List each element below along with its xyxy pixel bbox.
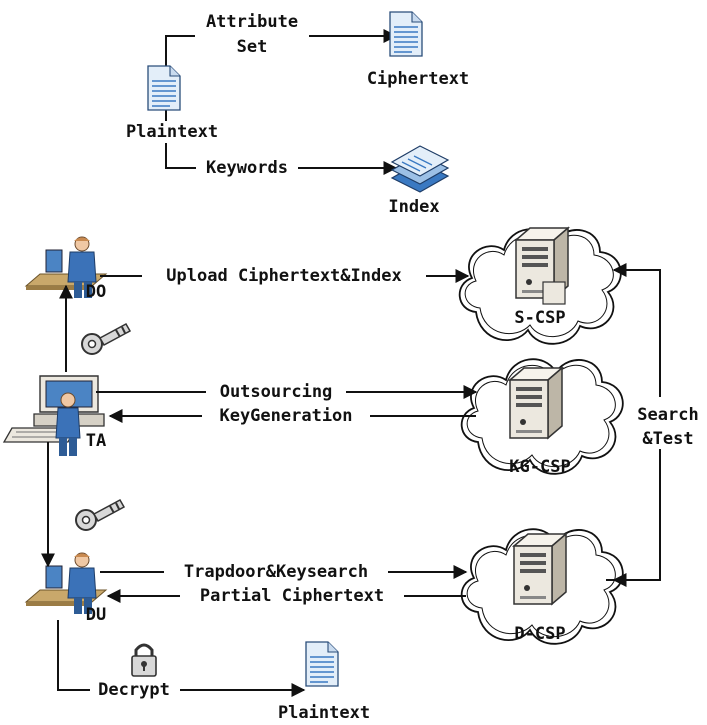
s-csp-cloud: S-CSP <box>458 227 622 345</box>
attribute-set-label-line1: Attribute <box>206 12 298 32</box>
plaintext-document-icon <box>147 65 181 111</box>
upload-label: Upload Ciphertext&Index <box>166 266 401 286</box>
plaintext-to-index-arrow <box>165 143 398 175</box>
ciphertext-document-icon <box>389 11 423 57</box>
du-key-icon <box>75 499 125 531</box>
do-actor: DO <box>25 236 107 302</box>
du-label: DU <box>86 605 106 625</box>
d-csp-server-icon <box>513 533 567 605</box>
s-csp-label: S-CSP <box>514 308 565 328</box>
search-label-line1: Search <box>637 405 698 425</box>
decrypt-arrow <box>57 620 306 697</box>
d-csp-cloud: D-CSP <box>460 528 624 645</box>
kg-csp-cloud: KG-CSP <box>460 358 624 477</box>
ta-label: TA <box>86 431 106 451</box>
trapdoor-label: Trapdoor&Keysearch <box>184 562 368 582</box>
partial-ciphertext-label: Partial Ciphertext <box>200 586 384 606</box>
kg-csp-label: KG-CSP <box>509 457 570 477</box>
do-key-icon <box>81 323 131 355</box>
search-test-connector <box>606 263 661 587</box>
plaintext-bottom-document-icon <box>305 641 339 687</box>
du-actor: DU <box>25 552 107 625</box>
ta-person-icon <box>55 392 81 456</box>
do-label: DO <box>86 282 106 302</box>
index-label: Index <box>388 197 439 217</box>
keygeneration-label: KeyGeneration <box>219 406 352 426</box>
outsourcing-label: Outsourcing <box>220 382 333 402</box>
kg-csp-server-icon <box>509 367 563 439</box>
decrypt-label: Decrypt <box>98 680 170 700</box>
ciphertext-label: Ciphertext <box>367 69 469 89</box>
keywords-label: Keywords <box>206 158 288 178</box>
index-document-stack-icon <box>390 145 450 193</box>
plaintext-bottom-label: Plaintext <box>278 703 370 723</box>
decrypt-padlock-icon <box>131 643 157 677</box>
ta-actor: TA <box>2 375 106 456</box>
search-label-line2: &Test <box>642 429 693 449</box>
d-csp-label: D-CSP <box>514 624 565 644</box>
plaintext-top-label: Plaintext <box>126 122 218 142</box>
attribute-set-label-line2: Set <box>237 37 268 57</box>
